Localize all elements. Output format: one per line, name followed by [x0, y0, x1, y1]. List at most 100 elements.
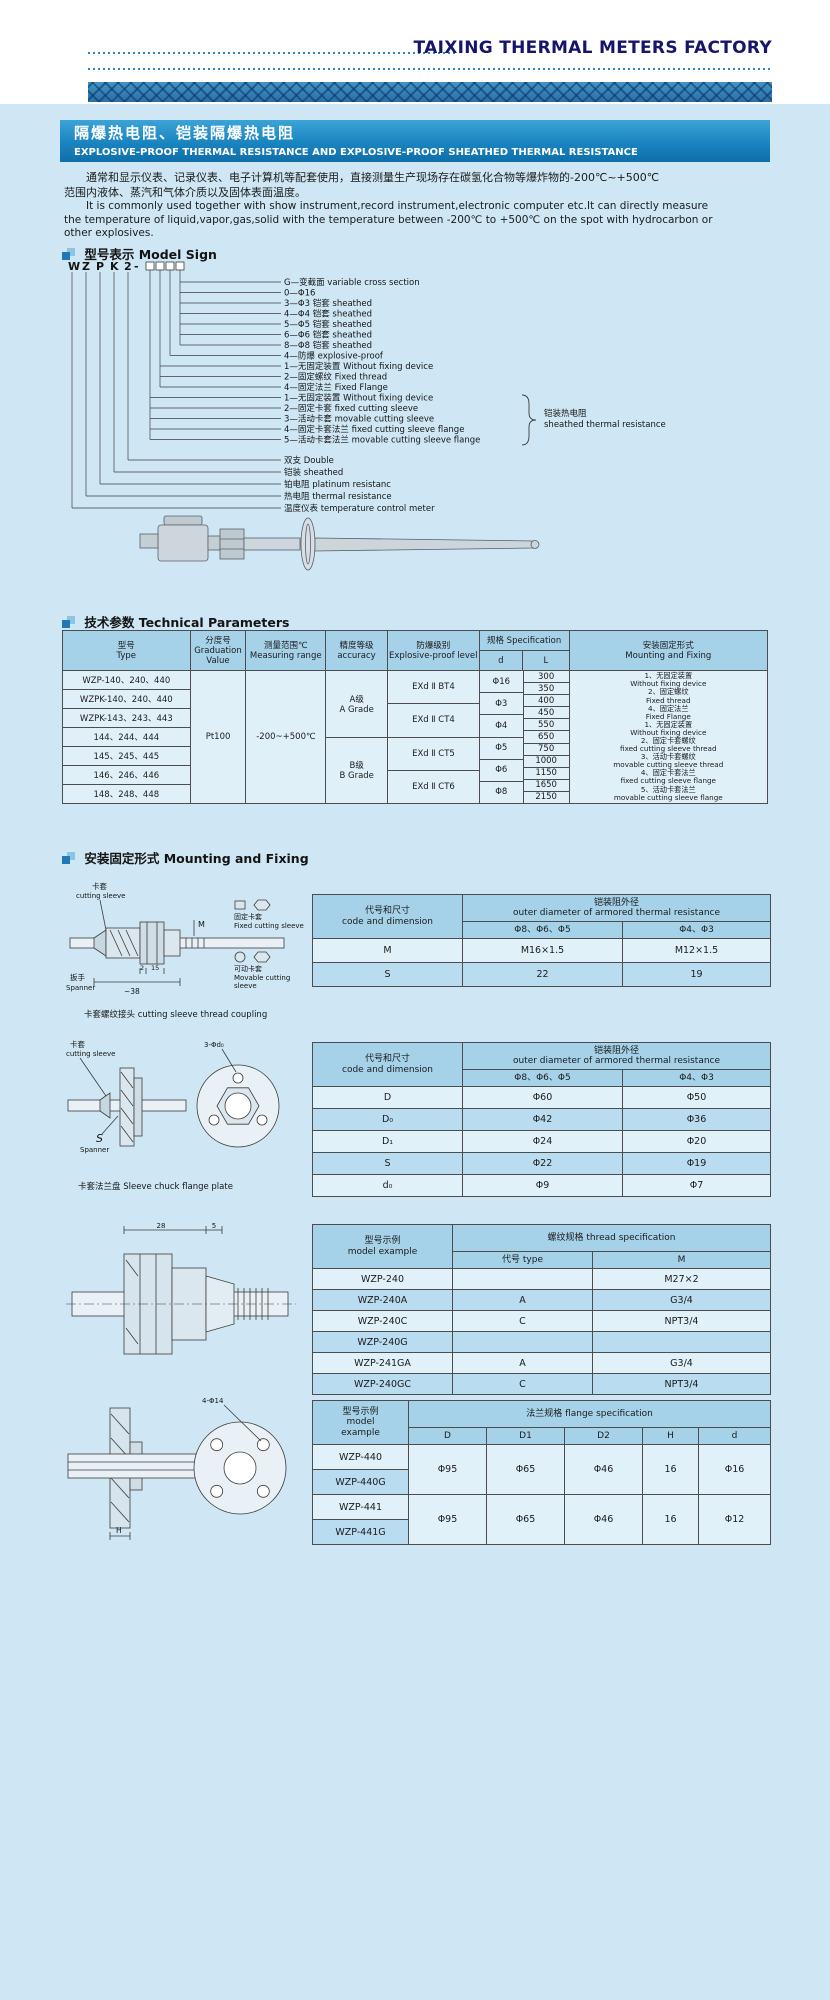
value-cell: Φ65 [486, 1494, 565, 1545]
table-row: S 22 19 [312, 962, 771, 987]
corner-header: 代号和尺寸 code and dimension [312, 894, 463, 939]
l-cell: 350 [523, 683, 569, 696]
spanner-label-cn: 扳手 [70, 972, 85, 982]
l-cell: 1650 [523, 780, 569, 792]
technical-parameters-table: 型号 Type 分度号 Graduation Value 测量范围℃ Measu… [62, 630, 768, 804]
dim-2-label: 2 [140, 964, 144, 972]
l-cell: 650 [523, 731, 569, 744]
row-label: S [312, 962, 463, 987]
intro-en-line3: other explosives. [64, 227, 154, 239]
type-code-header: 代号 type [452, 1251, 593, 1269]
model-label: 双支 Double [284, 455, 334, 466]
type-cell: C [452, 1373, 593, 1395]
group-header: 铠装阻外径 outer diameter of armored thermal … [462, 1042, 771, 1070]
connector-lines [71, 270, 281, 509]
bracket-label-cn: 铠装热电阻 [544, 408, 587, 419]
explosive-cell: EXd Ⅱ CT6 [412, 781, 455, 792]
d-cell: Φ4 [479, 715, 523, 738]
thread-cell: NPT3/4 [591, 1373, 772, 1395]
header-range: 测量范围℃ Measuring range [246, 631, 327, 670]
table-row: WZP-240 M27×2 [312, 1268, 772, 1290]
model-label: 热电阻 thermal resistance [284, 491, 392, 502]
model-cell: WZP-240C [312, 1310, 453, 1332]
d-cell: Φ5 [479, 738, 523, 760]
lattice-band [88, 82, 772, 102]
fixed-sleeve-icon [234, 899, 271, 911]
type-cell: C [452, 1310, 593, 1332]
corner-header: 代号和尺寸 code and dimension [312, 1042, 463, 1087]
l-cell: 400 [523, 695, 569, 708]
model-label: 2—固定卡套 fixed cutting sleeve [284, 403, 418, 414]
l-cell: 450 [523, 707, 569, 720]
m-header: M [591, 1251, 772, 1269]
diam-group-2: Φ4、Φ3 [622, 1069, 771, 1087]
flange-mount-drawing: 4-Φ14 H [67, 1397, 287, 1540]
range-cell: -200~+500℃ [256, 732, 316, 742]
group-header: 铠装阻外径 outer diameter of armored thermal … [462, 894, 771, 922]
model-label: 2—固定螺纹 Fixed thread [284, 372, 387, 383]
group-header: 法兰规格 flange specification [407, 1400, 772, 1428]
dim-28-label: 28 [157, 1222, 166, 1230]
bolt-holes-label: 3-Φd₀ [204, 1041, 224, 1049]
header-l: L [543, 655, 549, 666]
header-explosive: 防爆级别 Explosive-proof level [388, 631, 480, 670]
l-cell: 300 [523, 671, 569, 684]
diam-group-2: Φ4、Φ3 [622, 921, 771, 939]
header-d: d [480, 651, 524, 670]
value-cell: Φ60 [462, 1086, 623, 1109]
table-row: WZP-441G [312, 1519, 771, 1545]
mounting-heading: 安装固定形式 Mounting and Fixing [62, 848, 309, 867]
table-header-row: 型号 Type 分度号 Graduation Value 测量范围℃ Measu… [63, 631, 767, 671]
value-cell: Φ7 [622, 1174, 771, 1197]
table-row: WZP-240GC C NPT3/4 [312, 1373, 772, 1395]
section-bullet-icon [62, 248, 75, 260]
type-cell: 144、244、444 [63, 728, 190, 747]
code-letter-k: K [110, 260, 119, 273]
dotted-line-top [88, 52, 456, 54]
column-mounting: 1、无固定装置 Without fixing device 2、固定螺纹 Fix… [570, 671, 767, 803]
thread-spec-table: 型号示例 model example 螺纹规格 thread specifica… [312, 1224, 772, 1395]
type-cell: 145、245、445 [63, 747, 190, 766]
column-range: -200~+500℃ [246, 671, 327, 803]
accuracy-cell: A级 A Grade [326, 671, 388, 738]
type-cell: 146、246、446 [63, 766, 190, 785]
model-label: 4—Φ4 铠套 sheathed [284, 309, 372, 320]
model-label: 铂电阻 platinum resistanc [284, 479, 391, 490]
model-label: 3—活动卡套 movable cutting sleeve [284, 414, 434, 425]
value-cell: Φ95 [408, 1444, 487, 1495]
value-cell: Φ50 [622, 1086, 771, 1109]
l-cell: 1000 [523, 756, 569, 768]
thread-cell: G3/4 [591, 1289, 772, 1311]
factory-title: TAIXING THERMAL METERS FACTORY [413, 38, 772, 58]
value-cell: M12×1.5 [622, 938, 771, 963]
value-cell: 16 [642, 1494, 699, 1545]
bolt-holes-label: 4-Φ14 [202, 1397, 224, 1405]
sleeve-label-cn: 卡套 [92, 881, 107, 891]
tech-params-heading: 技术参数 Technical Parameters [62, 612, 289, 631]
model-code-letters: W Z P K 2 - [68, 260, 139, 273]
table-row: D₀ Φ42 Φ36 [312, 1108, 771, 1131]
model-label: 5—活动卡套法兰 movable cutting sleeve flange [284, 435, 480, 446]
fixed-sleeve-label-cn: 固定卡套 [234, 913, 262, 921]
value-cell: 22 [462, 962, 623, 987]
coupling-dimension-table: 代号和尺寸 code and dimension 铠装阻外径 outer dia… [312, 894, 771, 987]
value-cell: Φ95 [408, 1494, 487, 1545]
col-d: d [697, 1427, 772, 1445]
model-label: 4—固定法兰 Fixed Flange [284, 382, 388, 393]
corner-header: 型号示例 model example [312, 1224, 453, 1269]
sleeve-label-cn: 卡套 [70, 1039, 85, 1049]
header-graduation: 分度号 Graduation Value [191, 631, 247, 670]
d-cell: Φ8 [495, 787, 508, 798]
model-label: 6—Φ6 铠套 sheathed [284, 330, 372, 341]
table-row: WZP-441 Φ95 Φ65 Φ46 16 Φ12 [312, 1494, 772, 1545]
movable-sleeve-icon [234, 951, 271, 963]
explosive-cell: EXd Ⅱ CT5 [388, 738, 479, 771]
model-cell: WZP-440 [312, 1444, 409, 1470]
thread-cell: G3/4 [591, 1352, 772, 1374]
